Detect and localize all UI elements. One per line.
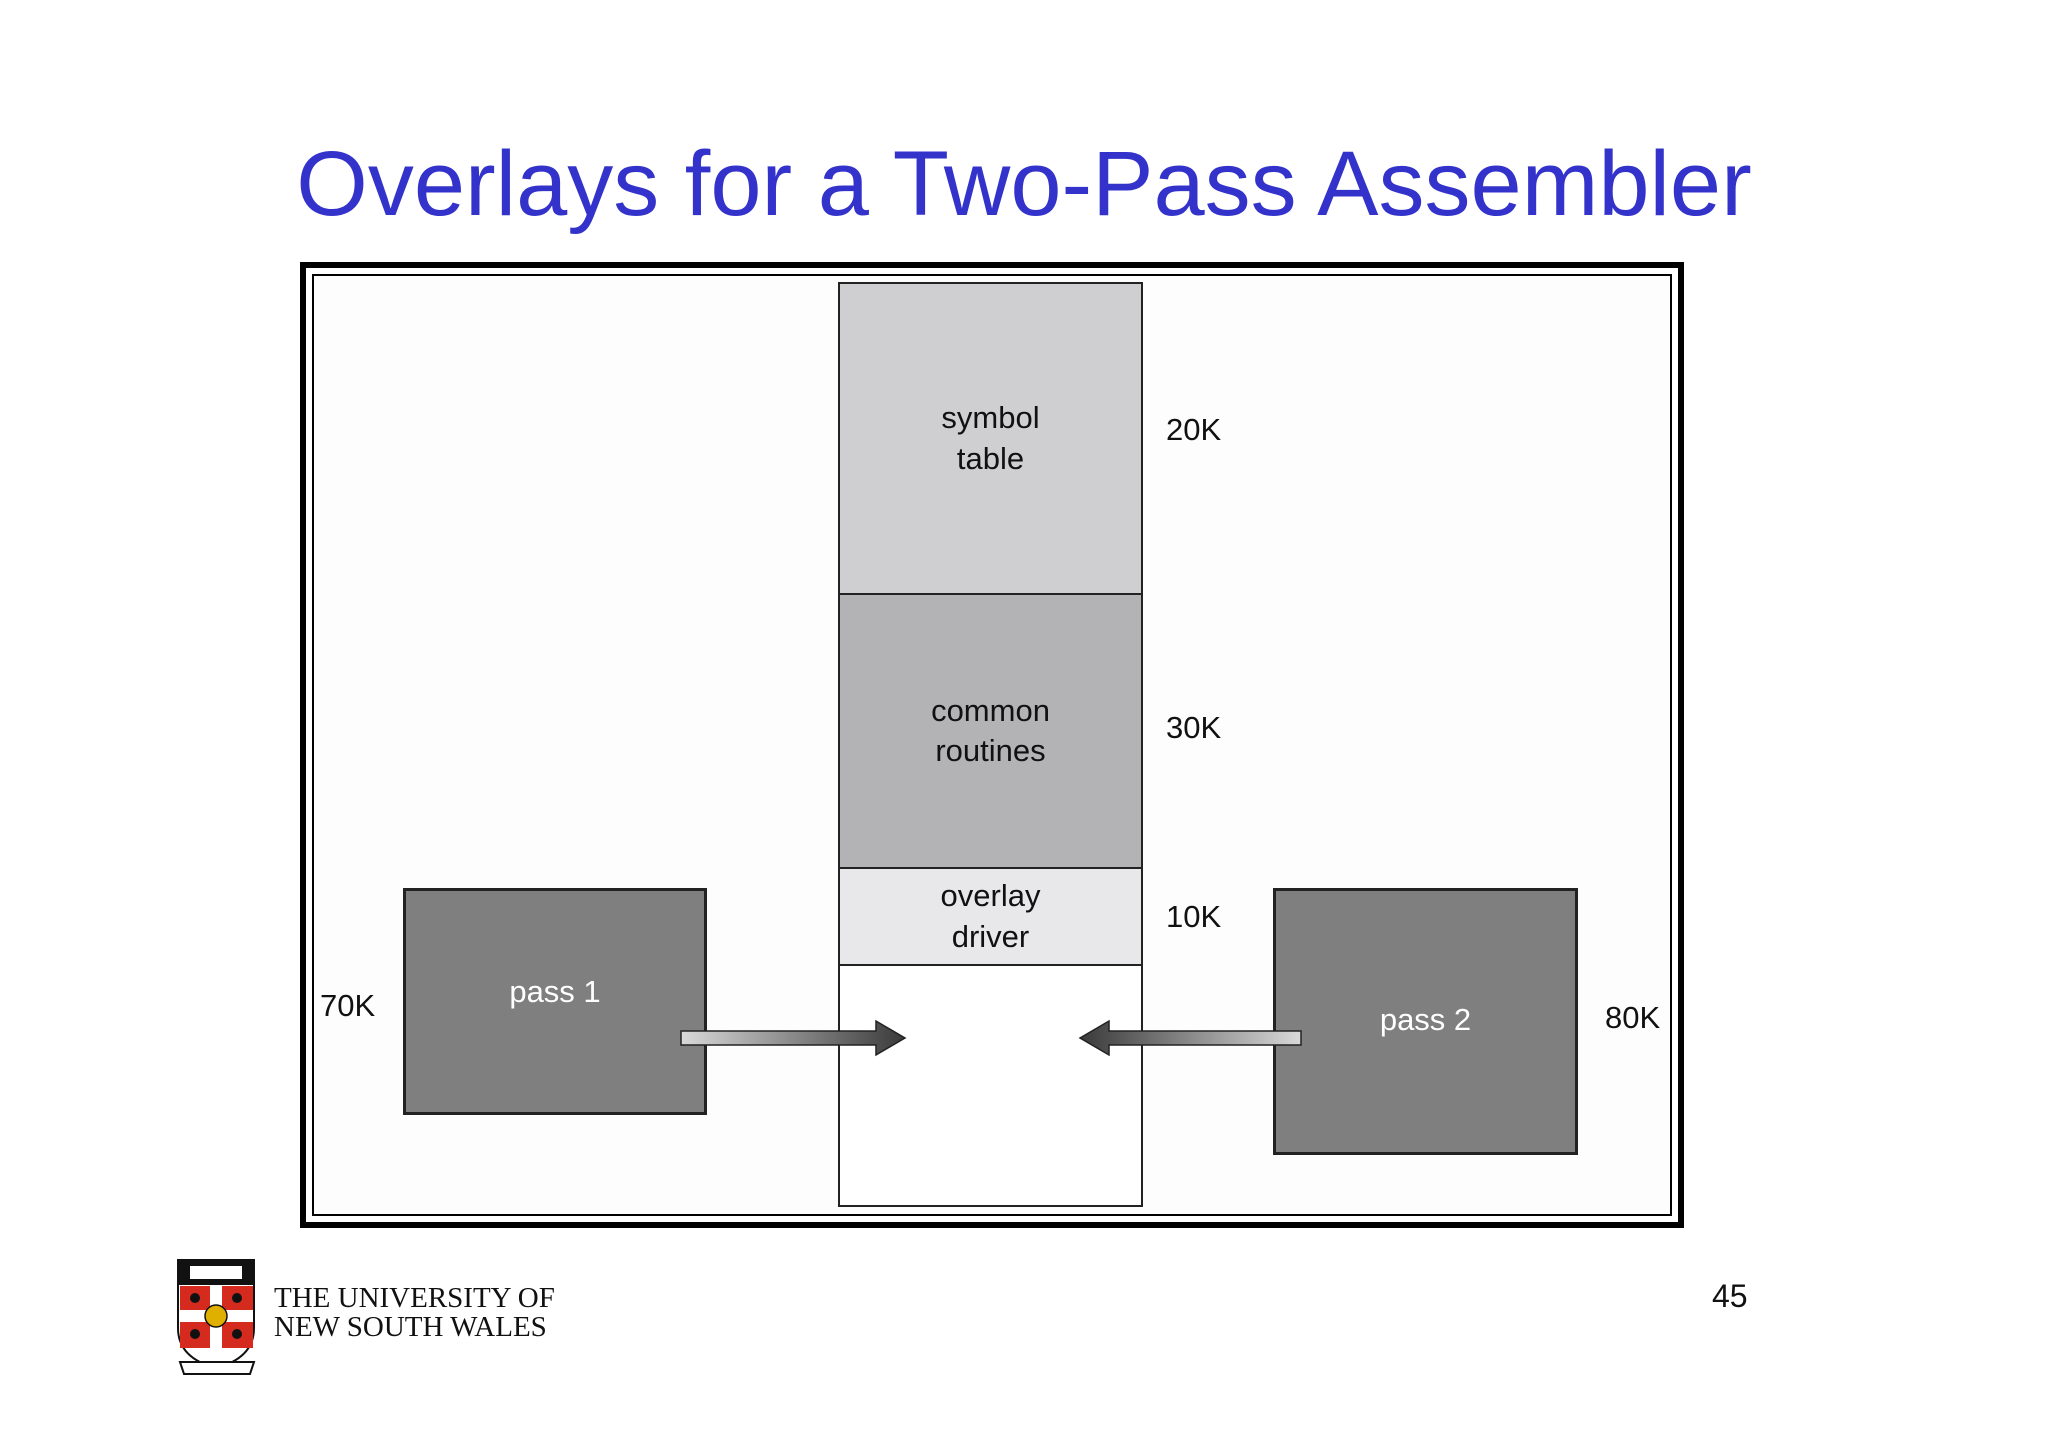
symbol-table-block: symbol table: [838, 282, 1143, 595]
common-routines-size: 30K: [1166, 710, 1222, 745]
symbol-table-label-line2: table: [956, 440, 1025, 476]
pass1-box: pass 1: [403, 888, 707, 1115]
overlay-driver-label-line1: overlay: [940, 878, 1041, 914]
slide-title: Overlays for a Two-Pass Assembler: [296, 133, 1752, 235]
university-name: THE UNIVERSITY OF NEW SOUTH WALES: [274, 1284, 555, 1342]
pass2-label: pass 2: [1379, 1001, 1472, 1037]
pass2-arrow: [1078, 1019, 1302, 1057]
overlay-driver-label-line2: driver: [951, 918, 1030, 954]
pass1-size: 70K: [320, 988, 376, 1023]
symbol-table-label-line1: symbol: [941, 400, 1040, 436]
pass1-label: pass 1: [509, 973, 601, 1009]
common-routines-label-line2: routines: [935, 733, 1046, 768]
overlay-driver-block: overlay driver: [838, 867, 1143, 966]
symbol-table-size: 20K: [1166, 412, 1222, 447]
pass1-arrow: [680, 1019, 907, 1057]
university-name-line1: THE UNIVERSITY OF: [274, 1282, 555, 1314]
pass2-box: pass 2: [1273, 888, 1578, 1155]
pass2-size: 80K: [1605, 1000, 1661, 1035]
overlay-driver-size: 10K: [1166, 899, 1222, 934]
common-routines-label-line1: common: [931, 692, 1050, 728]
page-number: 45: [1712, 1278, 1748, 1314]
common-routines-block: common routines: [838, 593, 1143, 869]
unsw-crest-logo: [177, 1259, 256, 1375]
overlay-area-block: [838, 964, 1143, 1207]
university-name-line2: NEW SOUTH WALES: [274, 1311, 547, 1343]
